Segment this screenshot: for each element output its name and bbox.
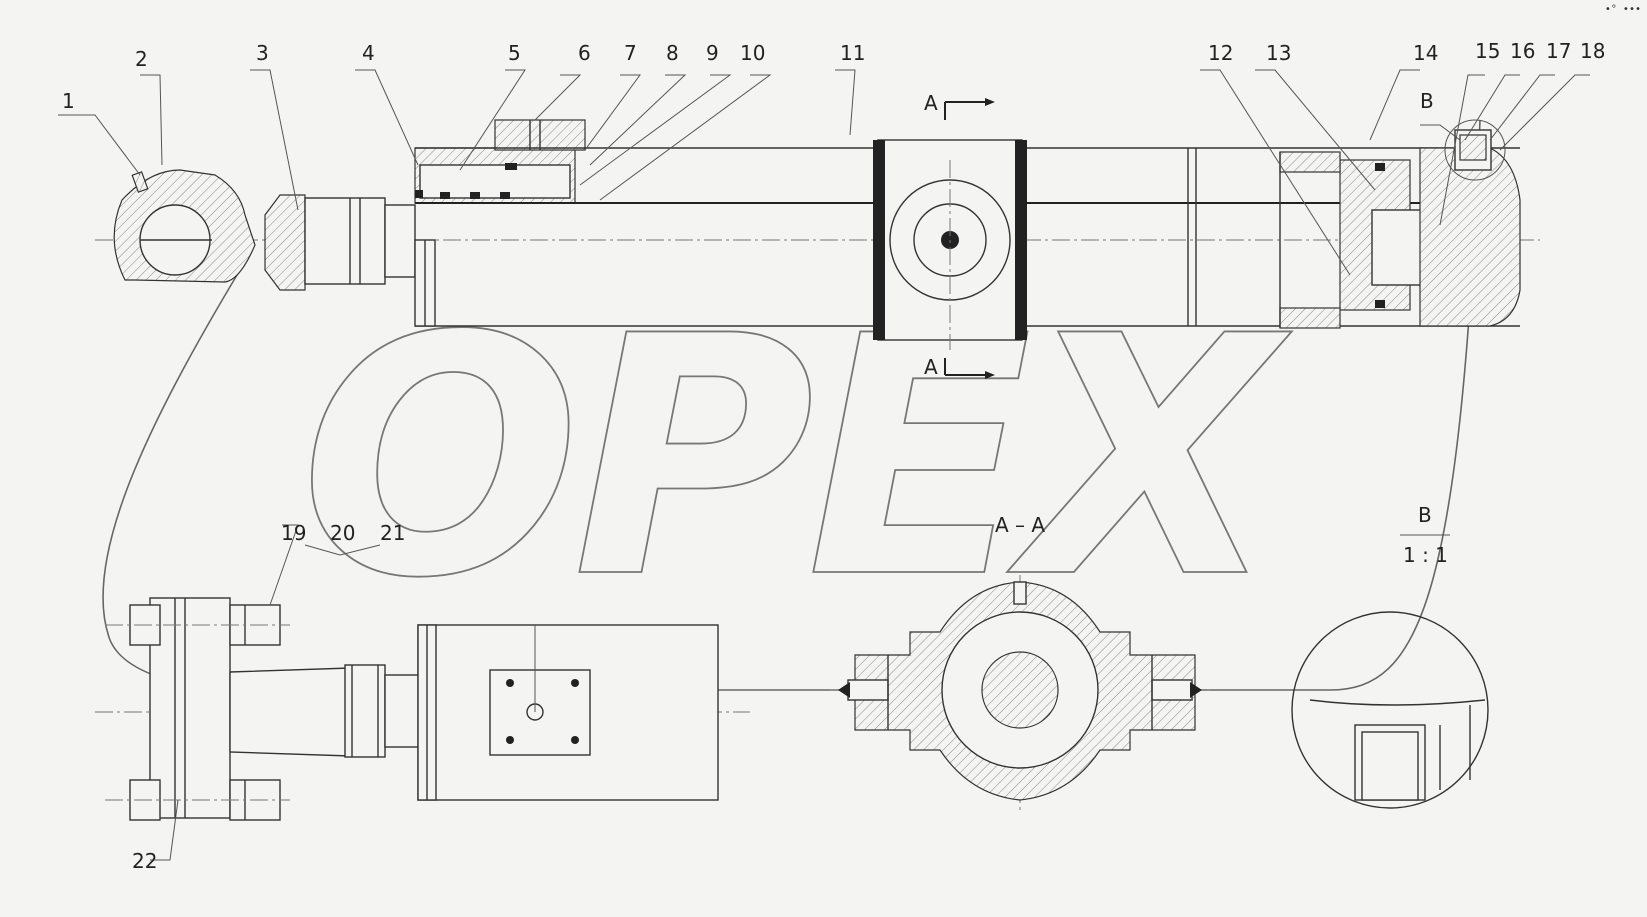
- leader-lines: [58, 69, 1590, 276]
- label-6: 6: [578, 41, 591, 65]
- section-b-top-label: B: [1420, 89, 1434, 113]
- label-13: 13: [1266, 41, 1291, 65]
- label-18: 18: [1580, 39, 1605, 63]
- trunnion-block: [873, 139, 1027, 350]
- label-9: 9: [706, 41, 719, 65]
- label-2: 2: [135, 47, 148, 71]
- label-1: 1: [62, 89, 75, 113]
- label-12: 12: [1208, 41, 1233, 65]
- section-a-top-label: A: [924, 91, 938, 115]
- watermark-text: OPEX: [300, 266, 1292, 650]
- label-5: 5: [508, 41, 521, 65]
- label-3: 3: [256, 41, 269, 65]
- label-16: 16: [1510, 39, 1535, 63]
- label-10: 10: [740, 41, 765, 65]
- section-a-markers: [944, 98, 995, 379]
- side-view: [95, 524, 750, 861]
- main-cylinder-view: [95, 119, 1540, 350]
- label-20: 20: [330, 521, 355, 545]
- detail-b-scale: 1 : 1: [1403, 543, 1448, 567]
- piston-rod: [304, 197, 416, 285]
- corner-mark: •° •••: [1604, 4, 1641, 15]
- rod-end-eye: [113, 169, 306, 291]
- label-11: 11: [840, 41, 865, 65]
- label-7: 7: [624, 41, 637, 65]
- cylinder-head: [414, 119, 1520, 204]
- label-21: 21: [380, 521, 405, 545]
- label-8: 8: [666, 41, 679, 65]
- detail-b-label: B: [1418, 503, 1432, 527]
- watermark: OPEX: [102, 119, 1481, 696]
- label-15: 15: [1475, 39, 1500, 63]
- section-aa-title: A – A: [995, 513, 1045, 537]
- label-14: 14: [1413, 41, 1438, 65]
- section-labels: A A B A – A B 1 : 1: [924, 89, 1448, 567]
- piston: [1279, 151, 1423, 329]
- label-17: 17: [1546, 39, 1571, 63]
- label-4: 4: [362, 41, 375, 65]
- cylinder-cap: [1419, 119, 1521, 327]
- label-22: 22: [132, 849, 157, 873]
- part-labels: 1 2 3 4 5 6 7 8 9 10 11 12 13 14 15 16 1…: [62, 39, 1605, 873]
- section-a-bottom-label: A: [924, 355, 938, 379]
- section-aa-view: [830, 575, 1210, 810]
- detail-b-view: [1291, 534, 1489, 809]
- label-19: 19: [281, 521, 306, 545]
